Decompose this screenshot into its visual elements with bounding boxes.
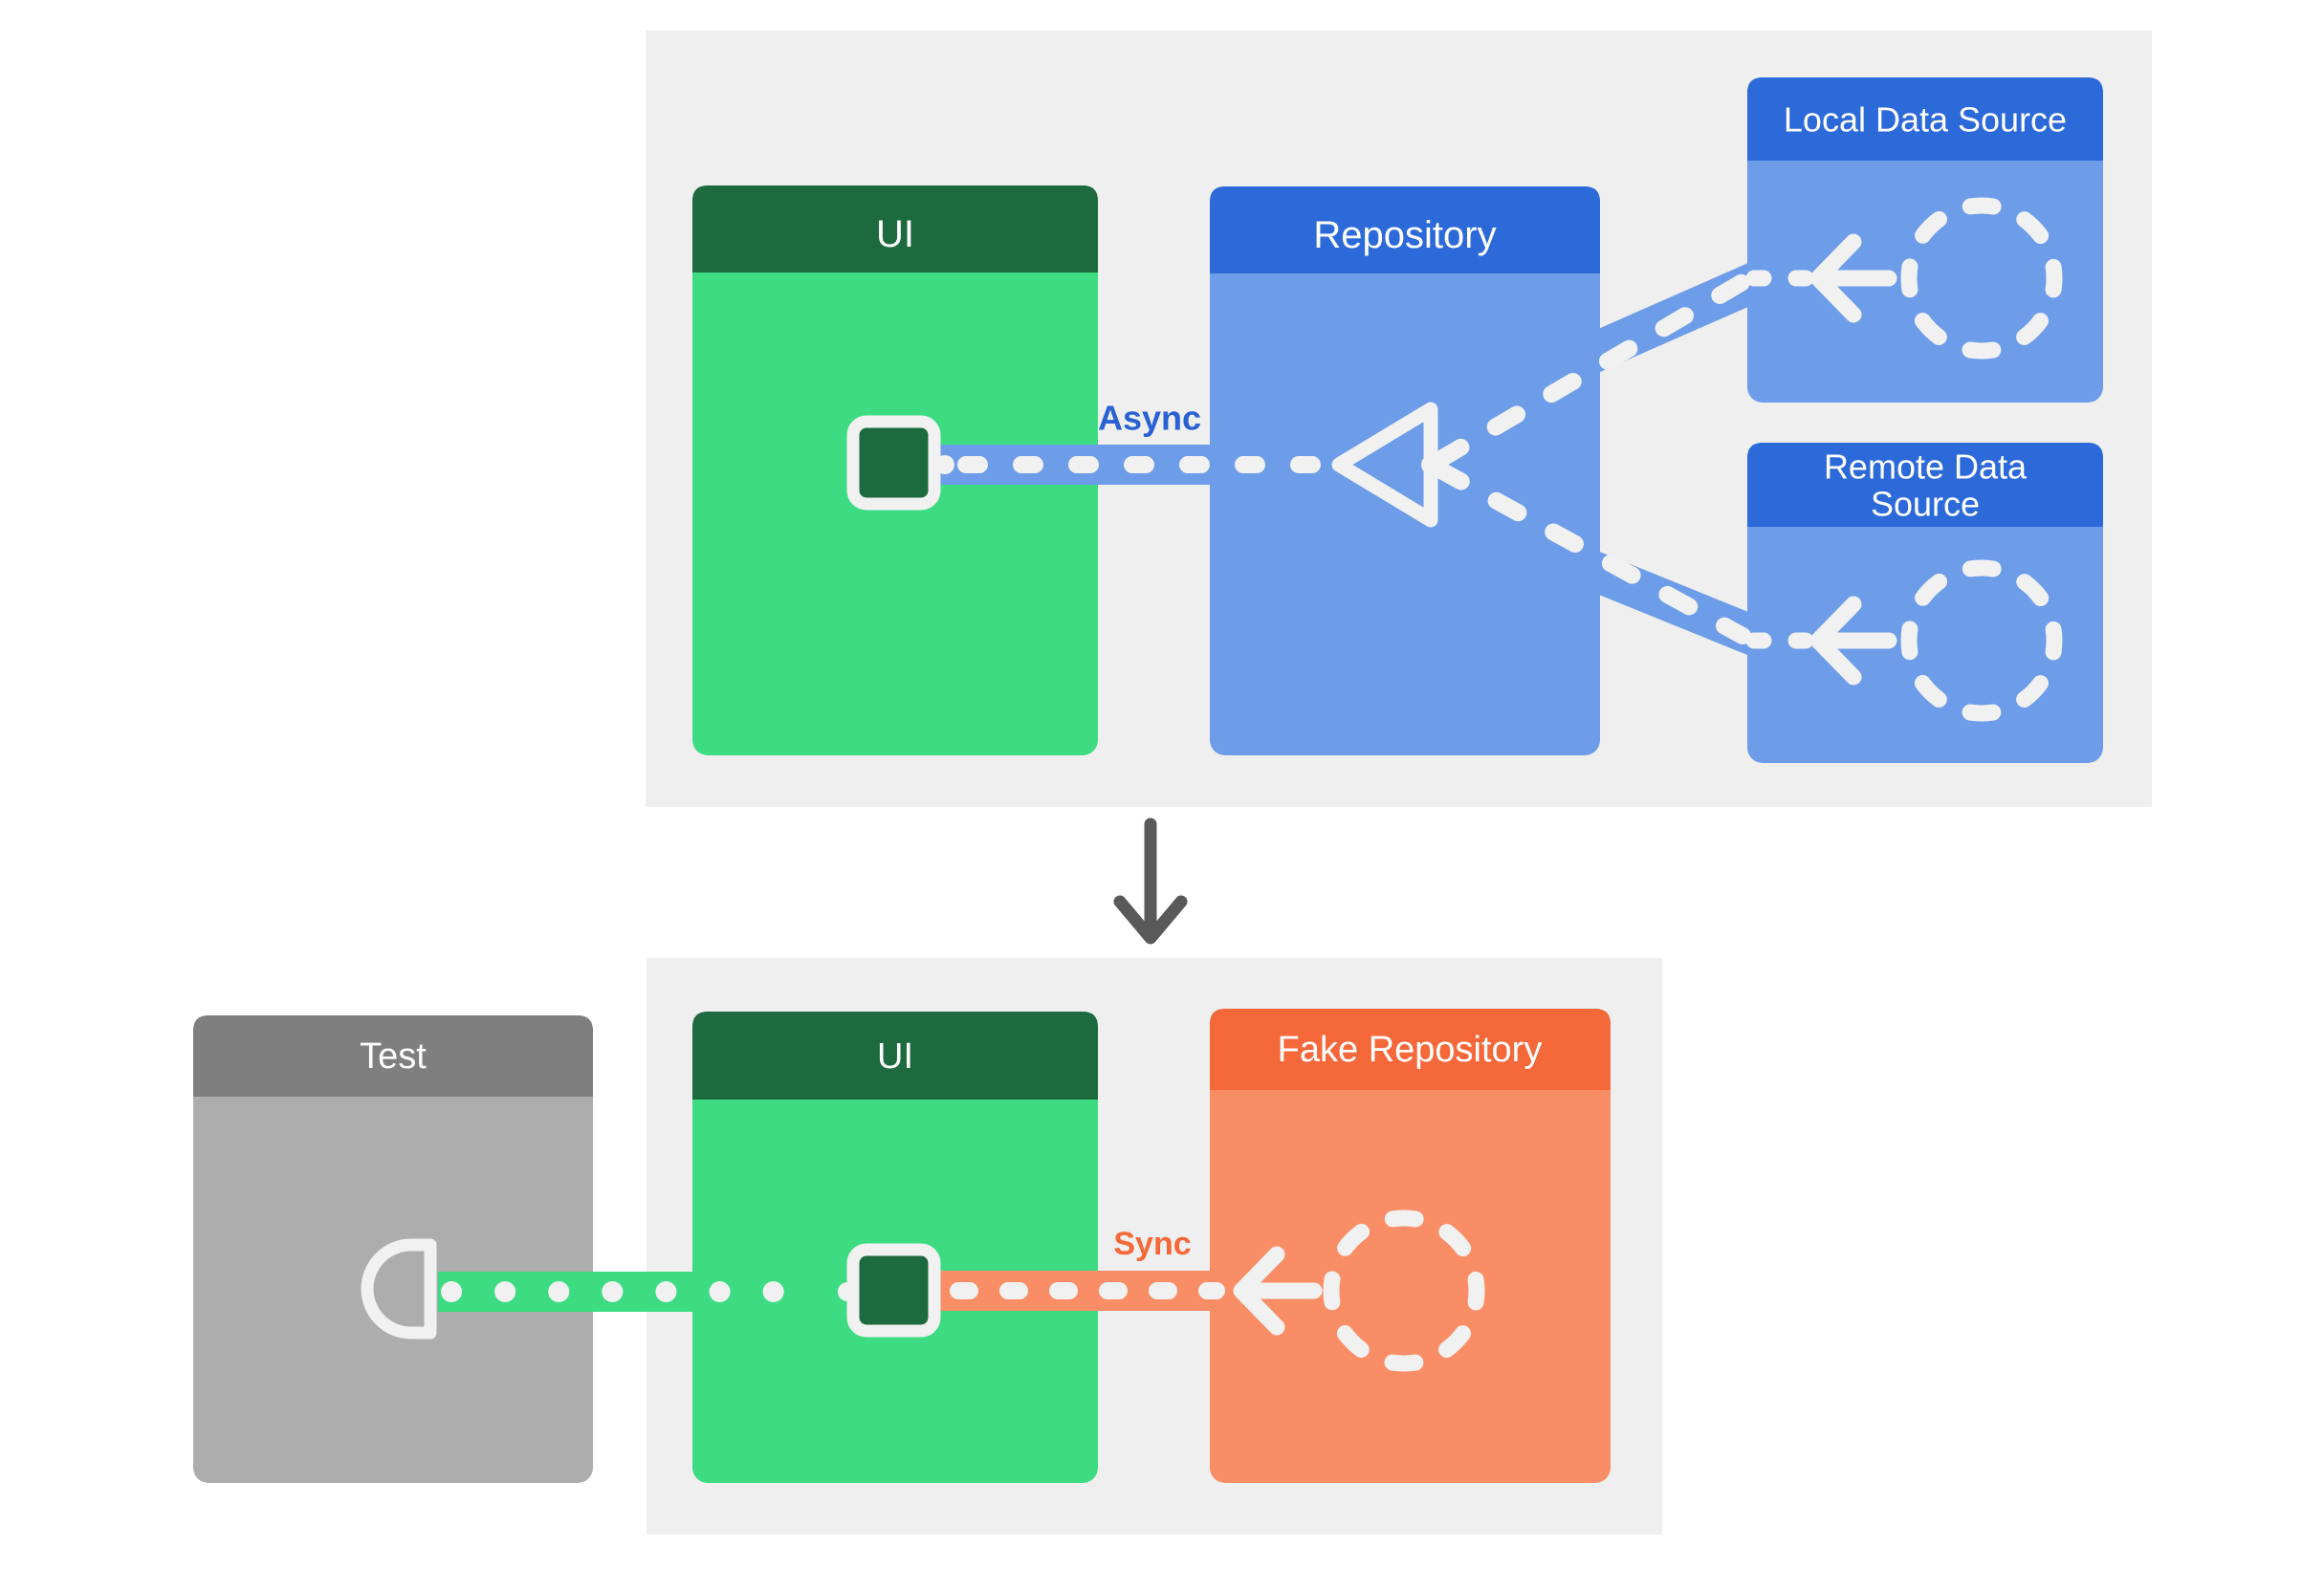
test-box-title: Test xyxy=(360,1036,427,1077)
remote-left-arrow-icon xyxy=(1809,596,1897,686)
local-connection-strip xyxy=(1411,257,1786,445)
test-socket-icon xyxy=(361,1238,437,1340)
ui-test-square-port-icon xyxy=(846,1243,941,1338)
remote-connection-strip xyxy=(1411,485,1786,661)
remote-dashed-line xyxy=(1431,461,1751,644)
remote-data-source-title-line2: Source xyxy=(1871,485,1980,524)
remote-dashed-circle-icon xyxy=(1900,559,2063,722)
ui-box-header xyxy=(692,185,1098,272)
local-dashed-line xyxy=(1431,273,1751,469)
repository-box: Repository xyxy=(1210,186,1600,755)
remote-data-source-title-line1: Remote Data xyxy=(1824,447,2028,487)
fake-repository-body xyxy=(1210,1009,1611,1483)
local-data-source-title: Local Data Source xyxy=(1784,100,2067,140)
test-box-header xyxy=(193,1015,593,1097)
fake-repository-left-arrow-icon xyxy=(1233,1246,1323,1336)
async-label: Async xyxy=(1098,399,1201,438)
fake-repository-dashed-circle-icon xyxy=(1323,1210,1485,1372)
ui-square-port-icon xyxy=(846,415,941,511)
ui-box-test-header xyxy=(692,1012,1098,1100)
fake-repository-box: Fake Repository xyxy=(1210,1009,1611,1483)
sync-label: Sync xyxy=(1113,1226,1191,1262)
local-left-arrow-icon xyxy=(1809,233,1897,323)
fake-repository-title: Fake Repository xyxy=(1278,1030,1543,1070)
ui-box-test-title: UI xyxy=(877,1036,913,1077)
local-data-source-header xyxy=(1747,77,2103,161)
repository-box-header xyxy=(1210,186,1600,273)
fake-repository-header xyxy=(1210,1009,1611,1090)
ui-box-title: UI xyxy=(876,213,914,255)
local-dashed-circle-icon xyxy=(1900,197,2063,360)
repository-box-body xyxy=(1210,186,1600,755)
down-arrow-icon xyxy=(1113,817,1188,945)
repository-box-title: Repository xyxy=(1313,214,1496,256)
remote-data-source-header xyxy=(1747,443,2103,527)
